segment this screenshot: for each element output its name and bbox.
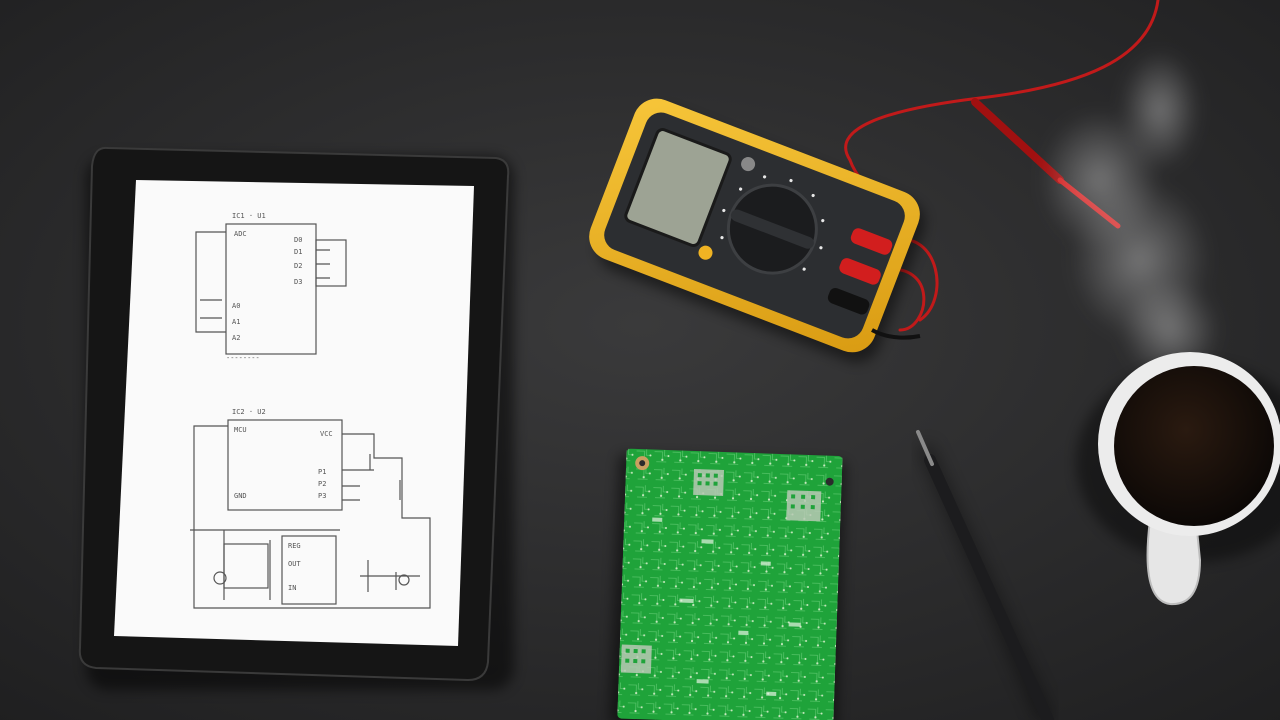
- svg-text:GND: GND: [234, 492, 247, 500]
- probe-jacks: [827, 228, 893, 315]
- pen-body: [924, 454, 1054, 720]
- schematic-bottom: [190, 419, 431, 609]
- svg-text:REG: REG: [288, 542, 301, 550]
- svg-text:A0: A0: [232, 302, 240, 310]
- schematic-bottom-labels: IC2 · U2 MCU VCC P1 P2 P3 GND REG OUT IN: [232, 408, 333, 592]
- svg-text:OUT: OUT: [288, 560, 301, 568]
- pcb-pad-dots: [625, 473, 816, 664]
- coffee-mug: [1076, 352, 1280, 606]
- circuit-board: [609, 448, 847, 720]
- steam: [1040, 50, 1220, 380]
- schematic-top: [195, 223, 347, 355]
- svg-text:D1: D1: [294, 248, 302, 256]
- multimeter-button: [741, 157, 756, 172]
- multimeter-dial-pointer: [730, 209, 814, 249]
- svg-text:A2: A2: [232, 334, 240, 342]
- schematic-top-labels: IC1 · U1 ADC D0 D1 D2 D3 A0 A1 A2 ------…: [226, 212, 302, 362]
- pen: [916, 430, 1054, 720]
- multimeter: [589, 98, 926, 363]
- svg-text:P3: P3: [318, 492, 326, 500]
- svg-text:IC1 · U1: IC1 · U1: [232, 212, 266, 220]
- svg-text:D3: D3: [294, 278, 302, 286]
- pcb-components: [652, 517, 801, 696]
- probe-black-wire: [871, 328, 921, 340]
- svg-text:P2: P2: [318, 480, 326, 488]
- svg-text:IN: IN: [288, 584, 296, 592]
- multimeter-button-yellow: [698, 245, 713, 260]
- svg-text:D0: D0: [294, 236, 302, 244]
- svg-text:--------: --------: [226, 354, 260, 362]
- svg-text:IC2 · U2: IC2 · U2: [232, 408, 266, 416]
- mug-handle: [1146, 519, 1202, 606]
- pen-tip: [916, 430, 934, 466]
- svg-text:D2: D2: [294, 262, 302, 270]
- multimeter-lcd: [624, 128, 732, 248]
- pcb-mount-hole: [825, 477, 834, 486]
- tablet: IC1 · U1 ADC D0 D1 D2 D3 A0 A1 A2 ------…: [78, 146, 514, 690]
- mug-coffee: [1114, 366, 1274, 526]
- svg-text:VCC: VCC: [320, 430, 333, 438]
- svg-text:MCU: MCU: [234, 426, 247, 434]
- svg-text:P1: P1: [318, 468, 326, 476]
- svg-text:ADC: ADC: [234, 230, 247, 238]
- svg-text:A1: A1: [232, 318, 240, 326]
